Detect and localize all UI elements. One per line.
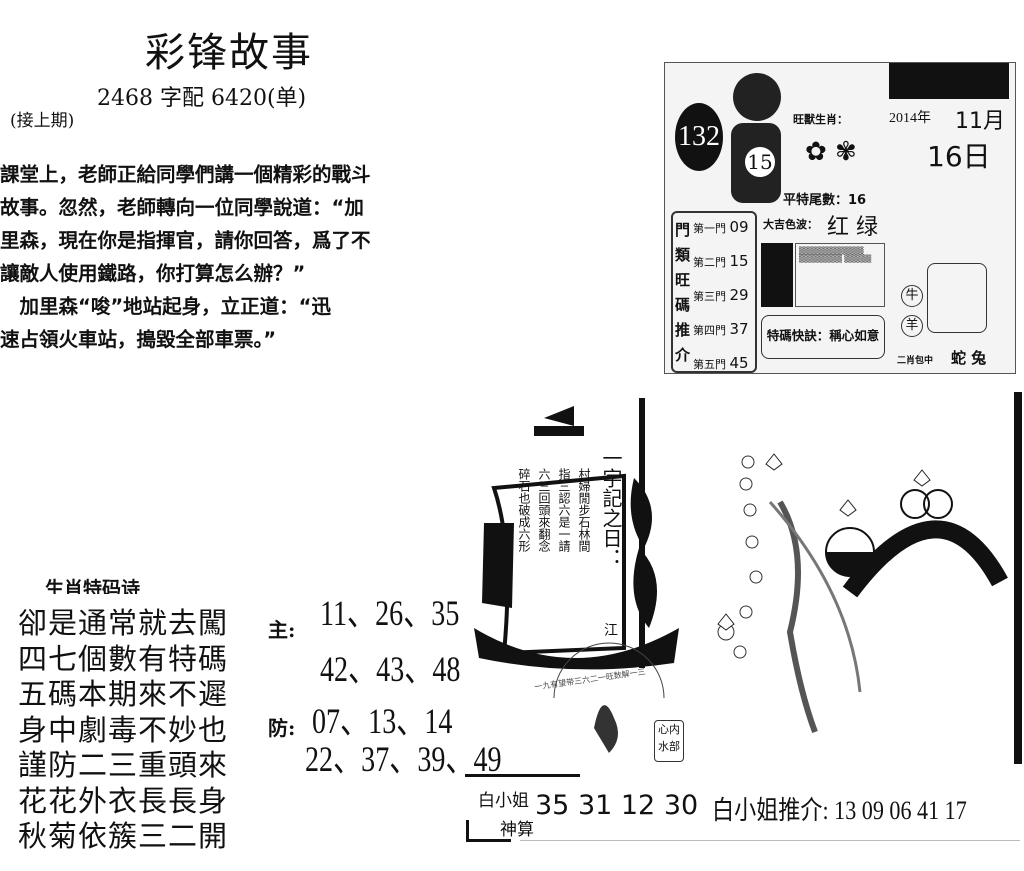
door-row: 第一門 09 (693, 211, 749, 245)
corner-bracket (466, 820, 511, 842)
story-line: 加里森“唆”地站起身，立正道：“迅 (0, 295, 331, 318)
door-number: 09 (729, 218, 749, 236)
poem-heading: 生肖特码诗 (45, 578, 141, 594)
bottom-numbers: 35 31 12 30 (535, 790, 699, 821)
water-box: 心内 水部 (654, 720, 684, 762)
flower-bead-illustration (700, 392, 1024, 764)
ship-illustration: 一字記之日： 江 村婦閒步石林間 指三認六是一請 六三回頭來翻念 碎石也破成六形… (474, 398, 684, 770)
door-row: 第五門 45 (693, 347, 749, 373)
ship-poem-line: 六三回頭來翻念 (537, 468, 551, 552)
story-line: 讓敵人使用鐵路，你打算怎么辦？” (0, 262, 306, 285)
notice-box: ▒▒▒▒▒▒▒▒▒▒▒▒ ▒▒▒▒▒▒▒▒ ▒▒▒▒▒ (795, 243, 885, 307)
zodiac-b: 羊 (901, 315, 923, 337)
door-number: 37 (729, 320, 749, 338)
cartoon-boy-icon (733, 73, 781, 121)
guard-numbers: 07、13、14 (312, 701, 453, 741)
door-label: 第三門 (693, 290, 726, 303)
door-row: 第二門 15 (693, 245, 749, 279)
story-line: 故事。忽然，老師轉向一位同學說道：“加 (0, 196, 364, 219)
poem-line: 卻是通常就去闖 (18, 606, 229, 640)
main-label: 主: (268, 618, 296, 642)
lottery-panel: 132 15 旺獸生肖： ✿ ✾ 平特尾數：16 大吉色波： 红 绿 門類旺碼推… (664, 62, 1016, 374)
tail-label: 平特尾數：16 (783, 193, 867, 208)
bottom-recommend: 白小姐推介: 13 09 06 41 17 (712, 796, 967, 825)
main-numbers: 11、26、35 (320, 593, 460, 633)
bottom-name: 白小姐 (478, 791, 529, 811)
guard-label: 防: (268, 716, 296, 740)
color-label: 大吉色波： (763, 218, 818, 231)
door-title-char: 推 (675, 321, 691, 339)
ship-answer: 江 (604, 623, 618, 639)
two-zodiac-label: 二肖包中 (897, 356, 934, 366)
issue-badge: 132 (675, 103, 723, 171)
door-title-char: 碼 (675, 296, 691, 314)
door-title-char: 門 (675, 221, 691, 239)
continued-label: (接上期) (10, 111, 75, 131)
ship-poem: 村婦閒步石林間 指三認六是一請 六三回頭來翻念 碎石也破成六形 (514, 468, 594, 588)
door-row: 第三門 29 (693, 279, 749, 313)
zodiac-a: 牛 (901, 285, 923, 307)
door-label: 第四門 (693, 324, 726, 337)
bottom-sub: 神算 (500, 820, 534, 840)
colors: 红 绿 (827, 215, 878, 240)
tip-box: 特碼快訣：稱心如意 (761, 315, 885, 359)
guard-numbers: 22、37、39、49 (305, 739, 502, 779)
door-title: 門類旺碼推介 (675, 218, 691, 368)
ship-heading: 一字記之日： (599, 448, 623, 568)
ship-poem-line: 指三認六是一請 (557, 468, 571, 552)
poem-line: 謹防二三重頭來 (18, 748, 229, 782)
story-line: 速占領火車站，搗毀全部車票。” (0, 328, 277, 351)
underline (465, 774, 580, 777)
bottom-rule (520, 840, 1020, 841)
flower-drawing-icon (717, 392, 1022, 764)
door-number: 15 (729, 252, 749, 270)
poem-line: 花花外衣長長身 (18, 783, 229, 818)
door-number: 29 (729, 286, 749, 304)
ship-poem-line: 村婦閒步石林間 (577, 468, 591, 552)
door-list: 第一門 09 第二門 15 第三門 29 第四門 37 第五門 45 (693, 211, 749, 373)
story-text: 課堂上，老師正給同學們講一個精彩的戰斗 故事。忽然，老師轉向一位同學說道：“加 … (0, 158, 371, 356)
calendar-bar (889, 63, 1009, 99)
two-zodiacs: 蛇 兔 (951, 349, 987, 367)
subtitle: 2468 字配 6420(单) (97, 86, 307, 111)
door-box (671, 211, 757, 373)
poem-line: 秋菊依簇三二開 (18, 819, 229, 853)
poem-line: 身中劇毒不妙也 (18, 712, 229, 747)
poem-line: 四七個數有特碼 (18, 641, 229, 676)
main-numbers: 42、43、48 (320, 649, 461, 689)
poem-line: 五碼本期來不遲 (18, 677, 229, 711)
calendar-month: 11月 (955, 109, 1005, 134)
calendar-year: 2014年 (889, 111, 931, 126)
door-label: 第一門 (693, 222, 726, 235)
poem: 卻是通常就去闖 四七個數有特碼 五碼本期來不遲 身中劇毒不妙也 謹防二三重頭來 … (18, 606, 228, 855)
ball-number: 15 (743, 145, 777, 179)
ship-poem-line: 碎石也破成六形 (517, 468, 531, 552)
story-line: 里森，現在你是指揮官，請你回答，爲了不 (0, 229, 371, 252)
door-title-char: 類 (675, 246, 691, 264)
story-line: 課堂上，老師正給同學們講一個精彩的戰斗 (0, 163, 371, 186)
door-label: 第二門 (693, 256, 726, 269)
lucky-image-box (927, 263, 987, 333)
door-label: 第五門 (693, 358, 726, 371)
black-image-block (761, 243, 793, 307)
ship-drawing-icon (474, 398, 679, 753)
zodiac-images: ✿ ✾ (805, 137, 857, 167)
door-row: 第四門 37 (693, 313, 749, 347)
door-number: 45 (729, 354, 749, 372)
calendar-day: 16日 (927, 140, 991, 173)
door-title-char: 介 (675, 346, 691, 364)
door-title-char: 旺 (675, 271, 691, 289)
zodiac-label: 旺獸生肖： (793, 113, 848, 126)
page-title: 彩锋故事 (145, 30, 313, 76)
